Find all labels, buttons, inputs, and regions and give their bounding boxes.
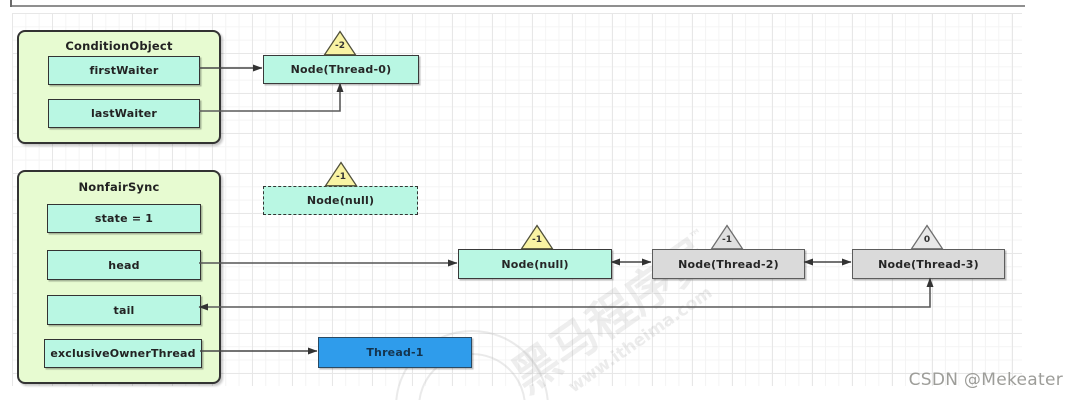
state-field[interactable]: state = 1 <box>47 204 201 233</box>
condition-object-title: ConditionObject <box>65 39 173 53</box>
head-field[interactable]: head <box>47 250 201 280</box>
node-thread-0[interactable]: Node(Thread-0) <box>263 55 419 84</box>
exclusive-owner-thread-field[interactable]: exclusiveOwnerThread <box>44 339 202 368</box>
state-value: 1 <box>145 212 154 225</box>
wait-status-value: -1 <box>336 172 346 182</box>
wait-status-value: -2 <box>335 41 345 51</box>
wait-status-value: -1 <box>722 235 732 245</box>
condition-object-group[interactable]: ConditionObject firstWaiter lastWaiter <box>17 30 221 144</box>
state-label: state = <box>94 212 142 225</box>
node-null-head[interactable]: Node(null) <box>458 249 612 279</box>
wait-status-value: -1 <box>532 235 542 245</box>
thread-1-box[interactable]: Thread-1 <box>318 337 472 368</box>
wait-status-marker-node-null: -1 <box>520 224 554 250</box>
csdn-watermark: CSDN @Mekeater <box>908 370 1063 390</box>
wait-status-marker-node-thread-2: -1 <box>710 224 744 250</box>
wait-status-marker-node-thread-0: -2 <box>323 30 357 56</box>
nonfair-sync-title: NonfairSync <box>78 180 160 194</box>
tail-field[interactable]: tail <box>47 295 201 325</box>
left-border-tick <box>10 0 12 7</box>
top-border-line <box>10 5 1025 7</box>
node-thread-2[interactable]: Node(Thread-2) <box>652 249 805 279</box>
wait-status-marker-node-null-dashed: -1 <box>324 161 358 187</box>
node-thread-3[interactable]: Node(Thread-3) <box>852 249 1005 279</box>
node-null-dashed[interactable]: Node(null) <box>263 186 418 215</box>
last-waiter-field[interactable]: lastWaiter <box>48 99 200 128</box>
wait-status-marker-node-thread-3: 0 <box>910 224 944 250</box>
first-waiter-field[interactable]: firstWaiter <box>48 56 200 85</box>
nonfair-sync-group[interactable]: NonfairSync state = 1 head tail exclusiv… <box>17 170 221 384</box>
wait-status-value: 0 <box>923 235 931 245</box>
